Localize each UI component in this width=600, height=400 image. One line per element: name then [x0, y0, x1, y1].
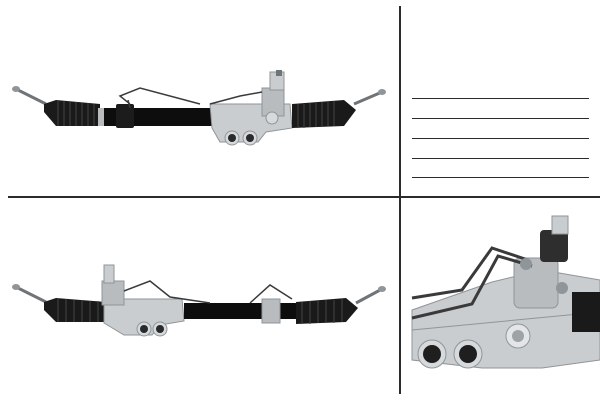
note-line: [412, 177, 589, 179]
vertical-divider: [399, 6, 401, 394]
note-lines-area: [402, 0, 600, 196]
note-line: [412, 138, 589, 140]
note-line: [412, 118, 589, 120]
steering-rack-icon: [12, 70, 386, 146]
steering-valve-closeup-icon: [411, 215, 600, 369]
right-boot: [292, 100, 356, 128]
rack-top-view: [0, 0, 398, 196]
note-line: [412, 98, 589, 100]
steering-rack-icon: [12, 264, 386, 337]
left-boot: [44, 100, 100, 126]
rack-bottom-view: [0, 199, 398, 400]
right-boot: [296, 298, 358, 324]
valve-detail-view: [402, 200, 600, 400]
left-boot: [44, 298, 106, 322]
note-line: [412, 158, 589, 160]
horizontal-divider: [8, 196, 600, 198]
